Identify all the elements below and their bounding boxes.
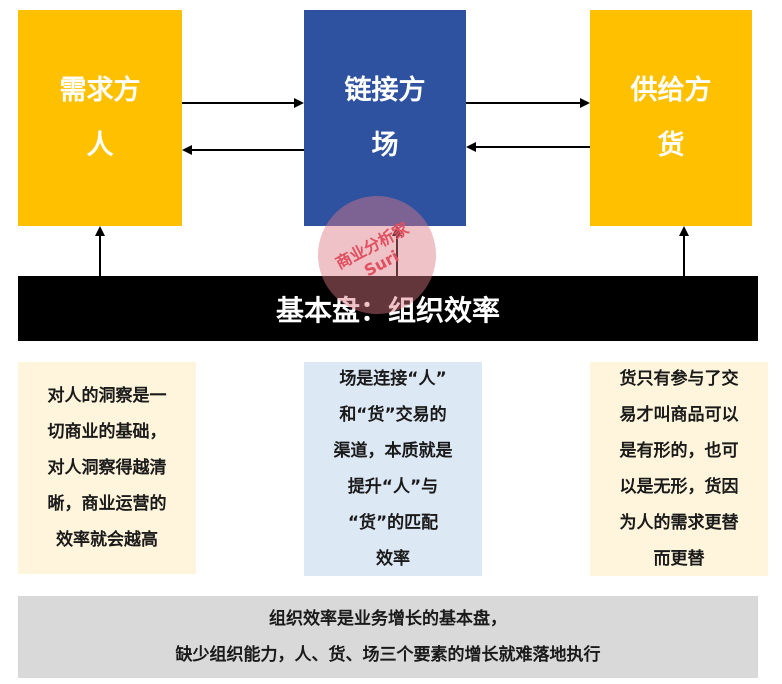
note-link-line: 渠道，本质就是 <box>333 441 453 461</box>
link-box-subject: 场 <box>371 130 399 161</box>
base-bar-label: 基本盘：组织效率 <box>275 293 500 327</box>
supply-box-title: 供给方 <box>630 75 712 106</box>
note-demand-line: 晰，商业运营的 <box>47 494 167 514</box>
footer-line2: 缺少组织能力，人、货、场三个要素的增长就难落地执行 <box>175 645 601 665</box>
demand-box-title: 需求方 <box>59 75 141 106</box>
link-box: 链接方 场 <box>304 10 466 226</box>
note-link-line: 场是连接“人” <box>339 369 447 389</box>
note-link-line: 和“货”交易的 <box>339 405 447 425</box>
note-supply-line: 为人的需求更替 <box>619 513 739 533</box>
note-link-line: 效率 <box>376 549 410 569</box>
note-link-line: 提升“人”与 <box>347 477 439 497</box>
note-link-line: “货”的匹配 <box>347 513 439 533</box>
note-link: 场是连接“人” 和“货”交易的 渠道，本质就是 提升“人”与 “货”的匹配 效率 <box>304 362 482 576</box>
supply-box: 供给方 货 <box>590 10 752 226</box>
footer-summary: 组织效率是业务增长的基本盘， 缺少组织能力，人、货、场三个要素的增长就难落地执行 <box>18 596 758 678</box>
demand-box: 需求方 人 <box>18 10 182 226</box>
note-demand-line: 对人洞察得越清 <box>47 458 167 478</box>
note-supply-line: 是有形的，也可 <box>619 441 739 461</box>
note-supply-line: 货只有参与了交 <box>619 369 739 389</box>
base-bar: 基本盘：组织效率 <box>18 276 758 341</box>
note-supply-line: 以是无形，货因 <box>619 477 739 497</box>
demand-box-subject: 人 <box>86 130 114 161</box>
note-supply-line: 而更替 <box>653 549 705 569</box>
supply-box-subject: 货 <box>657 130 685 161</box>
note-demand: 对人的洞察是一 切商业的基础， 对人洞察得越清 晰，商业运营的 效率就会越高 <box>18 362 196 574</box>
note-demand-line: 对人的洞察是一 <box>47 386 167 406</box>
footer-line1: 组织效率是业务增长的基本盘， <box>269 609 507 629</box>
note-demand-line: 效率就会越高 <box>56 530 158 550</box>
note-demand-line: 切商业的基础， <box>47 422 167 442</box>
link-box-title: 链接方 <box>344 75 426 106</box>
note-supply-line: 易才叫商品可以 <box>619 405 739 425</box>
note-supply: 货只有参与了交 易才叫商品可以 是有形的，也可 以是无形，货因 为人的需求更替 … <box>590 362 768 576</box>
